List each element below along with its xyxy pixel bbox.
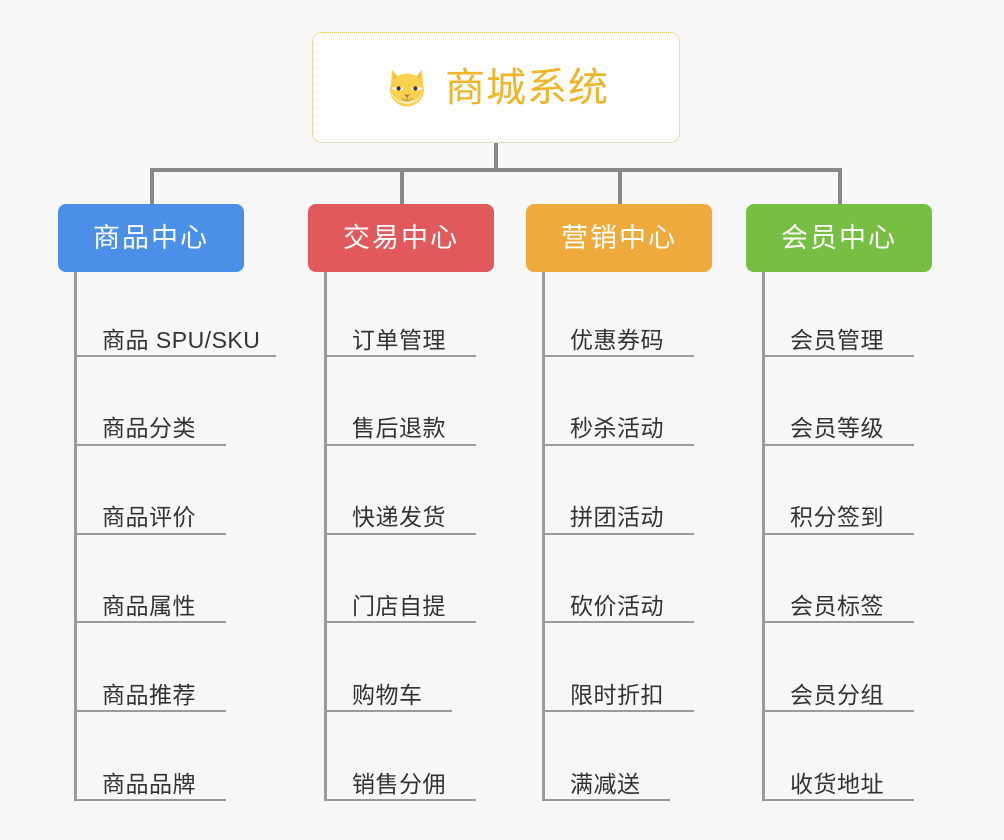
leaf-item[interactable]: 拼团活动	[542, 491, 694, 535]
branch-spine-2	[324, 272, 327, 801]
leaf-item[interactable]: 商品品牌	[74, 757, 226, 801]
branch-spine-4	[762, 272, 765, 801]
branch-spine-3	[542, 272, 545, 801]
leaf-item-label: 会员分组	[790, 681, 884, 708]
leaf-item-label: 商品品牌	[102, 770, 196, 797]
leaf-item-label: 商品 SPU/SKU	[102, 326, 261, 353]
category-label: 交易中心	[343, 222, 459, 253]
leaf-item-label: 积分签到	[790, 504, 884, 531]
leaf-item[interactable]: 购物车	[324, 668, 452, 713]
branch-connector-2	[400, 168, 404, 204]
leaf-item-label: 会员等级	[790, 415, 884, 442]
leaf-item-label: 门店自提	[352, 592, 446, 619]
root-connector-horizontal-bus	[152, 168, 840, 172]
leaf-item-label: 会员管理	[790, 326, 884, 353]
leaf-item[interactable]: 优惠券码	[542, 313, 694, 357]
category-label: 营销中心	[561, 222, 677, 253]
category-box-1[interactable]: 商品中心	[58, 204, 244, 272]
leaf-item-label: 拼团活动	[570, 504, 664, 531]
branch-connector-4	[838, 168, 842, 204]
leaf-item[interactable]: 商品属性	[74, 579, 226, 624]
leaf-item[interactable]: 快递发货	[324, 491, 476, 535]
leaf-item-label: 商品属性	[102, 592, 196, 619]
leaf-item[interactable]: 商品推荐	[74, 668, 226, 713]
leaf-item-label: 购物车	[352, 681, 423, 708]
leaf-item-label: 秒杀活动	[570, 415, 664, 442]
category-box-3[interactable]: 营销中心	[526, 204, 712, 272]
leaf-item-label: 砍价活动	[570, 592, 664, 619]
leaf-item[interactable]: 会员标签	[762, 579, 914, 624]
leaf-item-label: 销售分佣	[352, 770, 446, 797]
leaf-item-label: 商品评价	[102, 504, 196, 531]
leaf-item-label: 限时折扣	[570, 681, 664, 708]
leaf-item-label: 订单管理	[352, 326, 446, 353]
leaf-item-label: 商品分类	[102, 415, 196, 442]
leaf-item[interactable]: 会员等级	[762, 402, 914, 446]
leaf-item[interactable]: 砍价活动	[542, 579, 694, 624]
leaf-item[interactable]: 商品评价	[74, 491, 226, 535]
leaf-item-label: 售后退款	[352, 415, 446, 442]
leaf-item-label: 满减送	[570, 770, 641, 797]
leaf-item[interactable]: 满减送	[542, 757, 670, 801]
leaf-item[interactable]: 会员分组	[762, 668, 914, 713]
branch-connector-1	[150, 168, 154, 204]
leaf-item-label: 商品推荐	[102, 681, 196, 708]
root-title: 商城系统	[445, 65, 609, 110]
root-connector-vertical	[494, 143, 498, 171]
category-box-2[interactable]: 交易中心	[308, 204, 494, 272]
category-label: 会员中心	[781, 222, 897, 253]
category-label: 商品中心	[93, 222, 209, 253]
leaf-item-label: 会员标签	[790, 592, 884, 619]
leaf-item[interactable]: 销售分佣	[324, 757, 476, 801]
leaf-item[interactable]: 售后退款	[324, 402, 476, 446]
leaf-item[interactable]: 限时折扣	[542, 668, 694, 713]
branch-spine-1	[74, 272, 77, 801]
leaf-item[interactable]: 会员管理	[762, 313, 914, 357]
leaf-item[interactable]: 门店自提	[324, 579, 476, 624]
leaf-item[interactable]: 秒杀活动	[542, 402, 694, 446]
leaf-item[interactable]: 商品分类	[74, 402, 226, 446]
leaf-item[interactable]: 收货地址	[762, 757, 914, 801]
leaf-item-label: 快递发货	[352, 504, 446, 531]
category-box-4[interactable]: 会员中心	[746, 204, 932, 272]
leaf-item[interactable]: 商品 SPU/SKU	[74, 313, 276, 357]
leaf-item[interactable]: 积分签到	[762, 491, 914, 535]
branch-connector-3	[618, 168, 622, 204]
leaf-item[interactable]: 订单管理	[324, 313, 476, 357]
root-node[interactable]: 商城系统	[312, 32, 680, 143]
leaf-item-label: 优惠券码	[570, 326, 664, 353]
shiba-dog-icon	[383, 64, 431, 112]
leaf-item-label: 收货地址	[790, 770, 884, 797]
